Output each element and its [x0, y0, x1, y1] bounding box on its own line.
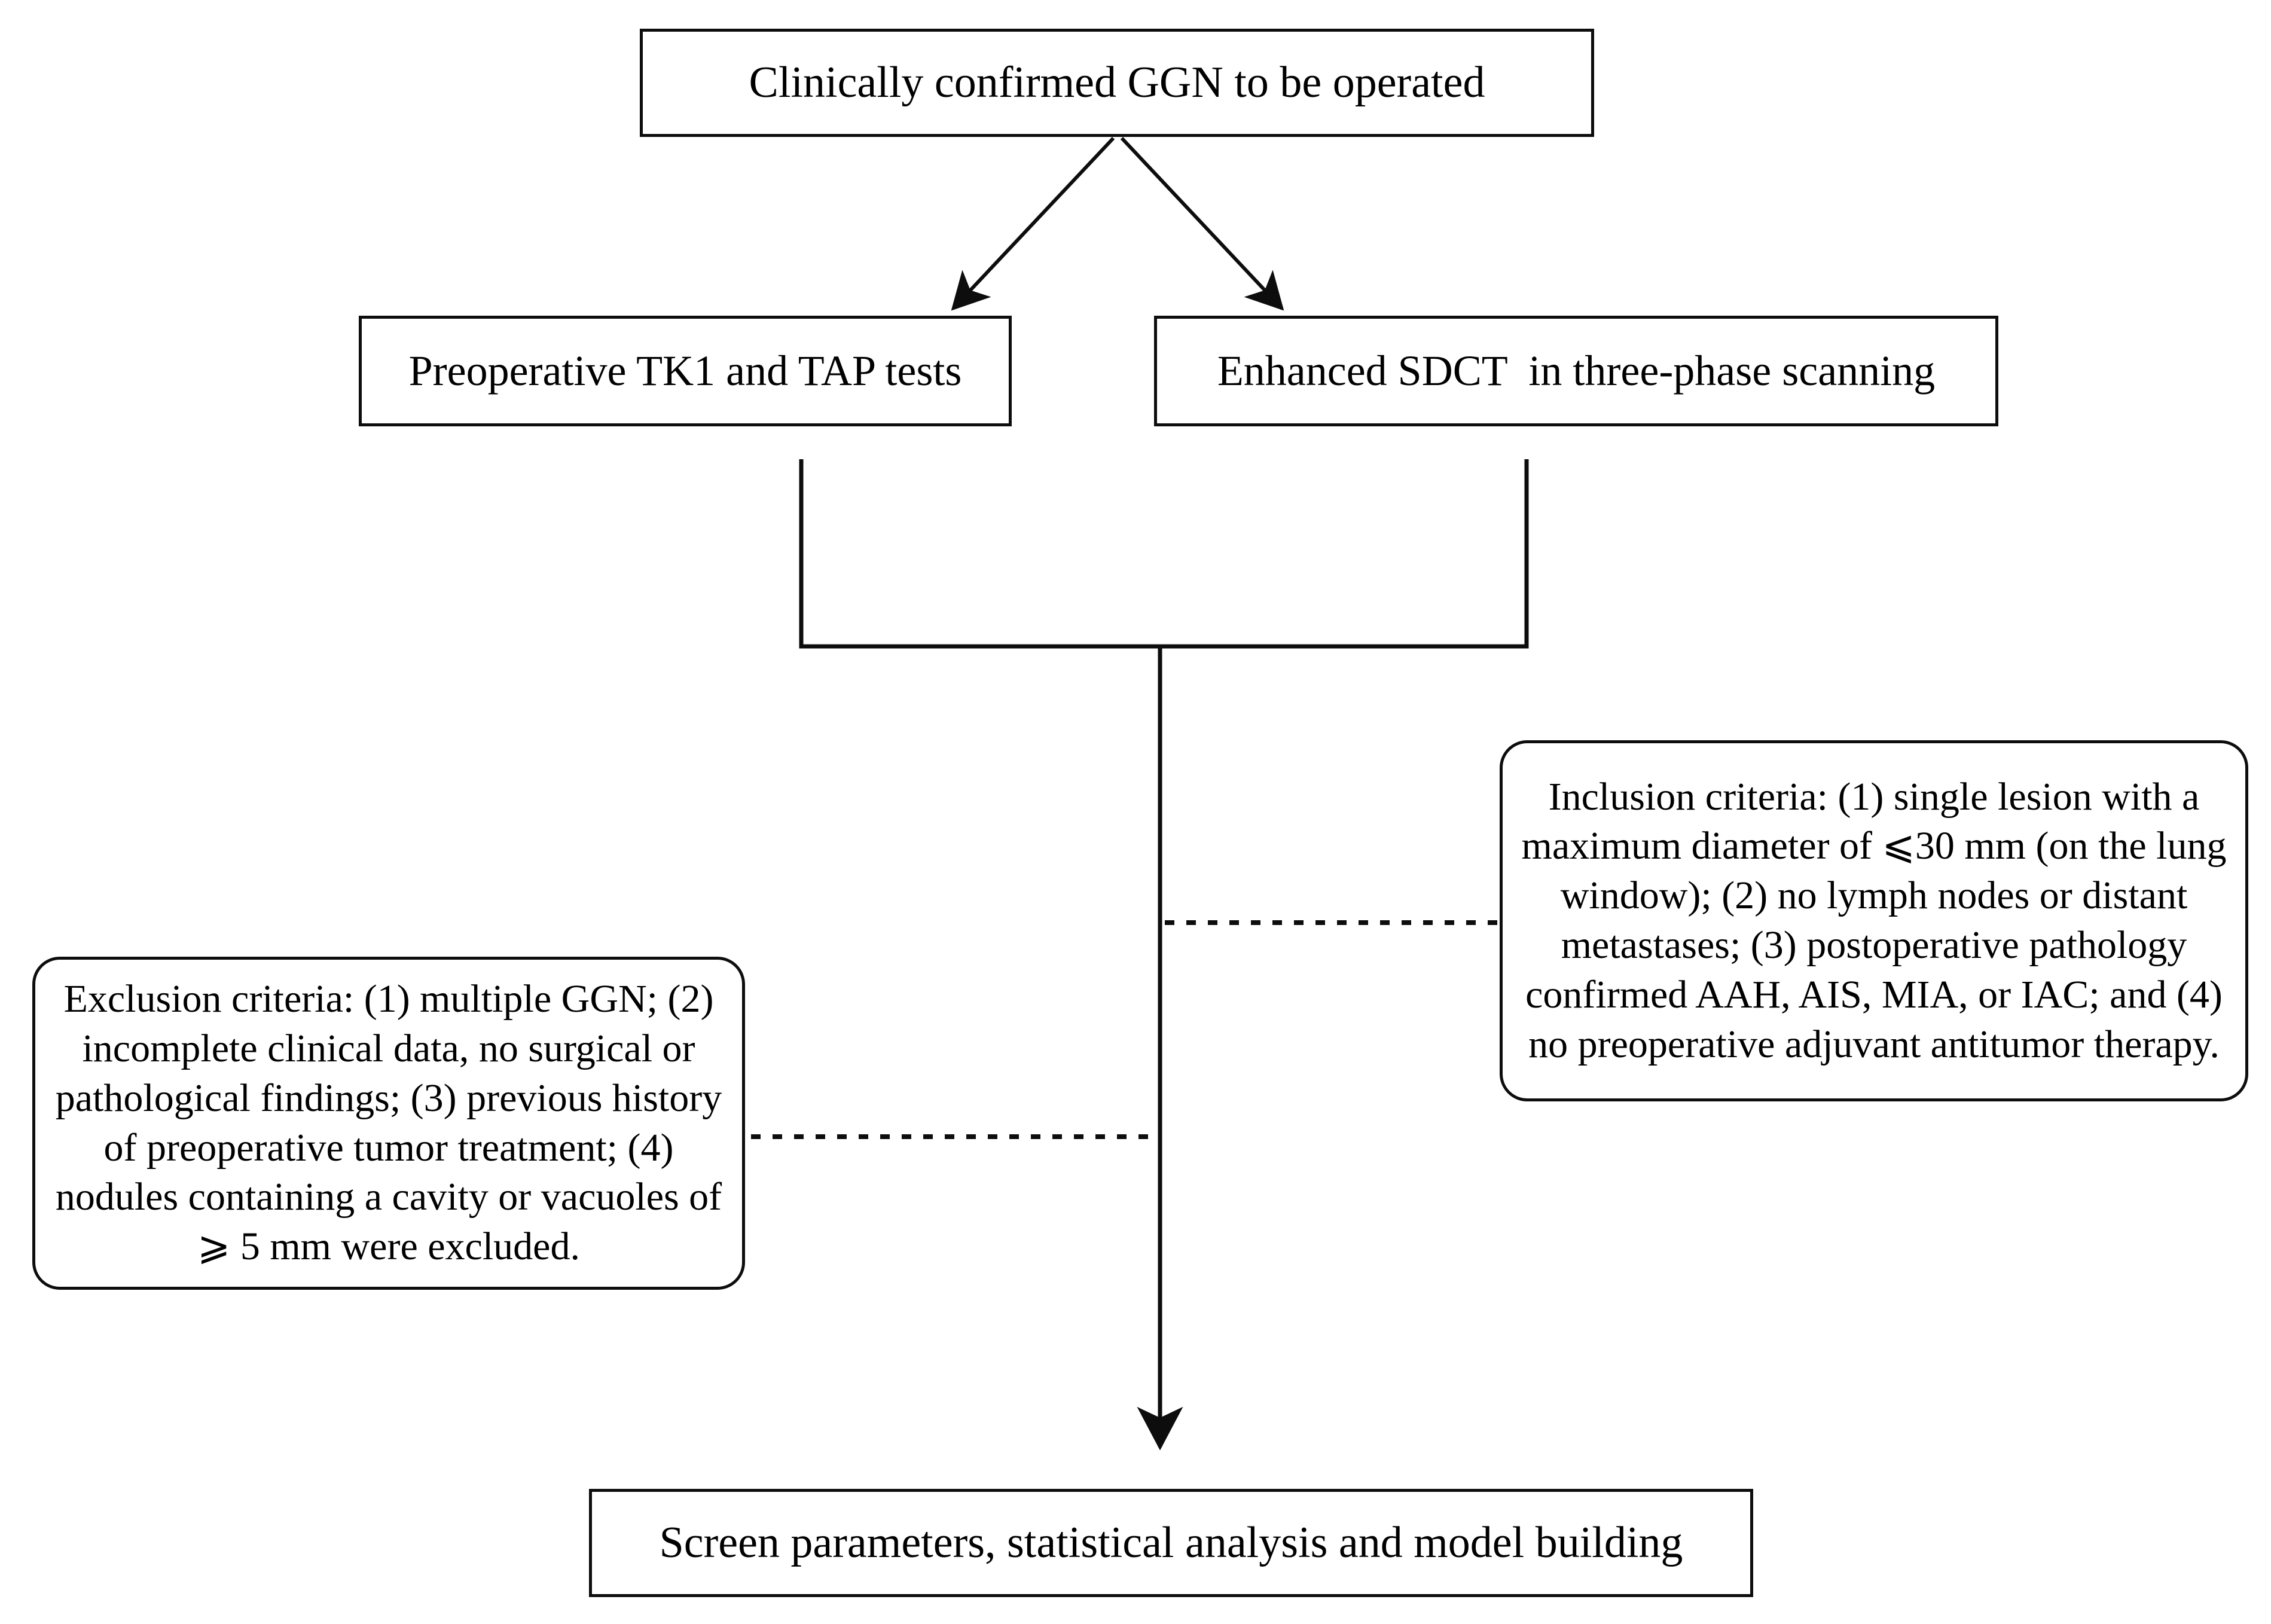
node-top-label: Clinically confirmed GGN to be operated [749, 58, 1485, 107]
node-clinically-confirmed-ggn: Clinically confirmed GGN to be operated [640, 29, 1594, 137]
node-inclusion-criteria: Inclusion criteria: (1) single lesion wi… [1500, 740, 2248, 1101]
node-bottom-label: Screen parameters, statistical analysis … [659, 1518, 1683, 1567]
node-inclusion-label: Inclusion criteria: (1) single lesion wi… [1521, 774, 2236, 1066]
node-preoperative-tk1-tap-tests: Preoperative TK1 and TAP tests [359, 316, 1012, 426]
node-exclusion-criteria: Exclusion criteria: (1) multiple GGN; (2… [32, 957, 745, 1290]
node-tk1-label: Preoperative TK1 and TAP tests [408, 347, 962, 395]
node-sdct-label: Enhanced SDCT in three-phase scanning [1217, 347, 1936, 395]
node-screen-parameters-analysis: Screen parameters, statistical analysis … [589, 1489, 1753, 1597]
merge-bracket [799, 459, 1529, 649]
arrow-top-to-sdct [1120, 136, 1284, 311]
node-exclusion-label: Exclusion criteria: (1) multiple GGN; (2… [55, 977, 732, 1269]
node-enhanced-sdct-three-phase: Enhanced SDCT in three-phase scanning [1154, 316, 1998, 426]
arrow-top-to-tk1 [951, 136, 1115, 311]
